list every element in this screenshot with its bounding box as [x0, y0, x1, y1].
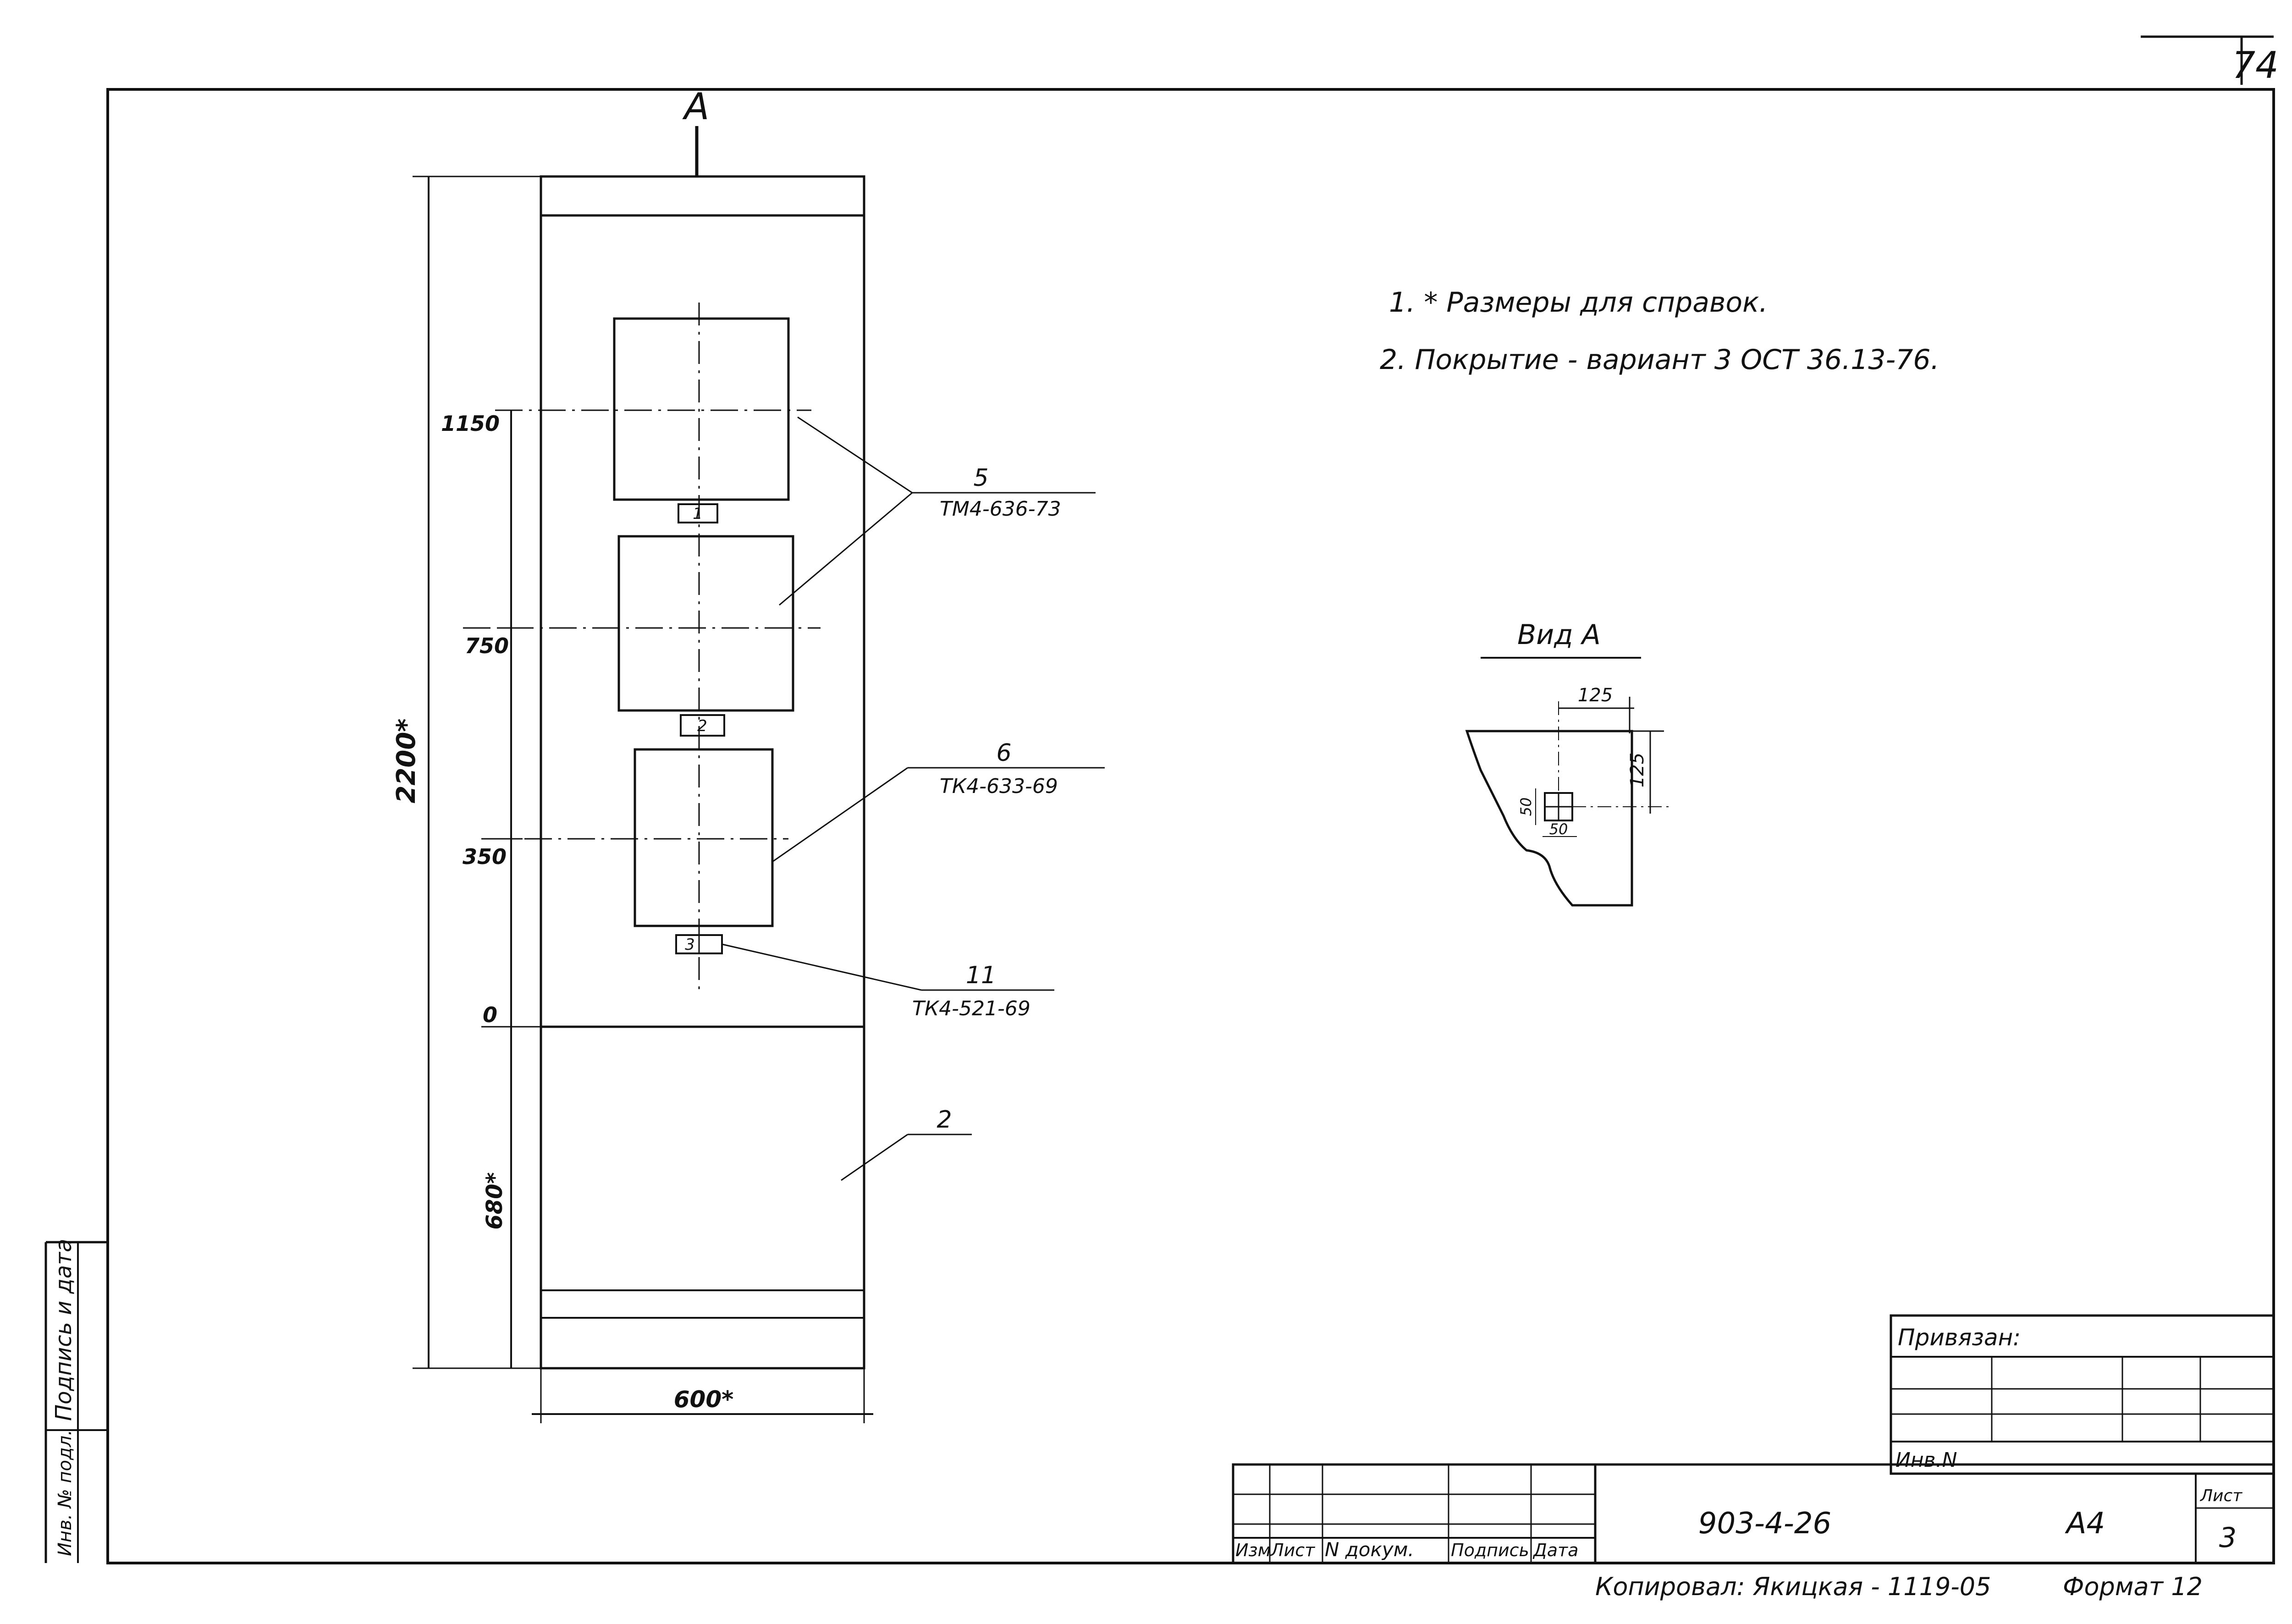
album-code: А4 [2065, 1507, 2105, 1541]
cabinet [540, 175, 865, 1370]
callout-11: 11 ТК4-521-69 [722, 943, 1054, 1020]
note-2: 2. Покрытие - вариант 3 ОСТ 36.13-76. [1380, 344, 1939, 376]
stamp-signature-date: Подпись и дата [51, 1239, 77, 1421]
note-1: 1. * Размеры для справок. [1389, 286, 1768, 319]
format-label: Формат 12 [2063, 1572, 2203, 1601]
item-marker-1: 1 [693, 505, 703, 523]
view-a-dim-width: 125 [1578, 685, 1613, 706]
col-doc-no: N докум. [1325, 1538, 1414, 1561]
col-signature: Подпись [1451, 1540, 1529, 1560]
stamp-inv-orig: Инв. № подл. [55, 1430, 76, 1556]
view-a: Вид А 125 125 50 50 [1465, 619, 1669, 907]
callout-6: 6 ТК4-633-69 [772, 739, 1105, 863]
callout-11-ref: ТК4-521-69 [912, 997, 1030, 1020]
col-izm: Изм [1235, 1540, 1271, 1560]
level-350: 350 [463, 844, 507, 869]
callout-5-num: 5 [973, 464, 988, 492]
item-marker-3: 3 [685, 936, 695, 954]
view-a-dim-height: 125 [1627, 753, 1648, 787]
dim-width-label: 600* [674, 1386, 734, 1413]
callout-11-num: 11 [966, 962, 996, 989]
binding-label: Привязан: [1898, 1324, 2021, 1351]
inv-no-label: Инв.N [1895, 1448, 1957, 1472]
dim-total-height: 2200* [391, 176, 541, 1369]
sheet-number: 3 [2219, 1522, 2237, 1554]
callout-6-ref: ТК4-633-69 [940, 775, 1058, 798]
view-a-dim-small-w: 50 [1549, 820, 1568, 838]
col-date: Дата [1532, 1540, 1578, 1560]
view-a-dim-small-h: 50 [1517, 798, 1535, 816]
level-0: 0 [483, 1002, 497, 1027]
callout-6-num: 6 [996, 739, 1011, 767]
dim-base-height-label: 680* [482, 1172, 507, 1229]
callout-2-num: 2 [937, 1106, 952, 1134]
device-2: 2 [463, 535, 821, 737]
dim-total-height-label: 2200* [391, 718, 421, 803]
dim-width: 600* [532, 1368, 873, 1423]
device-3: 3 [481, 748, 788, 954]
footer: Копировал: Якицкая - 1119-05 Формат 12 [1595, 1572, 2203, 1601]
page-number-box: 74 [2141, 35, 2279, 87]
callout-5-ref: ТМ4-636-73 [940, 497, 1061, 521]
view-a-title: Вид А [1517, 619, 1601, 651]
level-750: 750 [465, 633, 509, 658]
level-1150: 1150 [441, 411, 500, 436]
dim-levels: 1150 750 350 0 680* [441, 409, 541, 1368]
copied-by: Копировал: Якицкая - 1119-05 [1595, 1572, 1991, 1601]
notes: 1. * Размеры для справок. 2. Покрытие - … [1380, 286, 1939, 376]
doc-code: 903-4-26 [1698, 1507, 1832, 1541]
sheet-label: Лист [2199, 1486, 2242, 1505]
callout-2: 2 [841, 1106, 972, 1181]
side-stamp: Подпись и дата Инв. № подл. [44, 1239, 108, 1563]
section-marker: A [682, 85, 710, 176]
drawing-frame [106, 88, 2275, 1564]
section-label: A [682, 85, 710, 128]
page-number: 74 [2232, 44, 2279, 87]
device-1: 1 [495, 317, 811, 523]
col-list: Лист [1270, 1540, 1316, 1560]
item-marker-2: 2 [697, 717, 707, 735]
title-block: Изм Лист N докум. Подпись Дата 903-4-26 … [1232, 1463, 2275, 1564]
binding-block: Привязан: Инв.N [1890, 1314, 2275, 1475]
callout-5: 5 ТМ4-636-73 [779, 416, 1096, 606]
